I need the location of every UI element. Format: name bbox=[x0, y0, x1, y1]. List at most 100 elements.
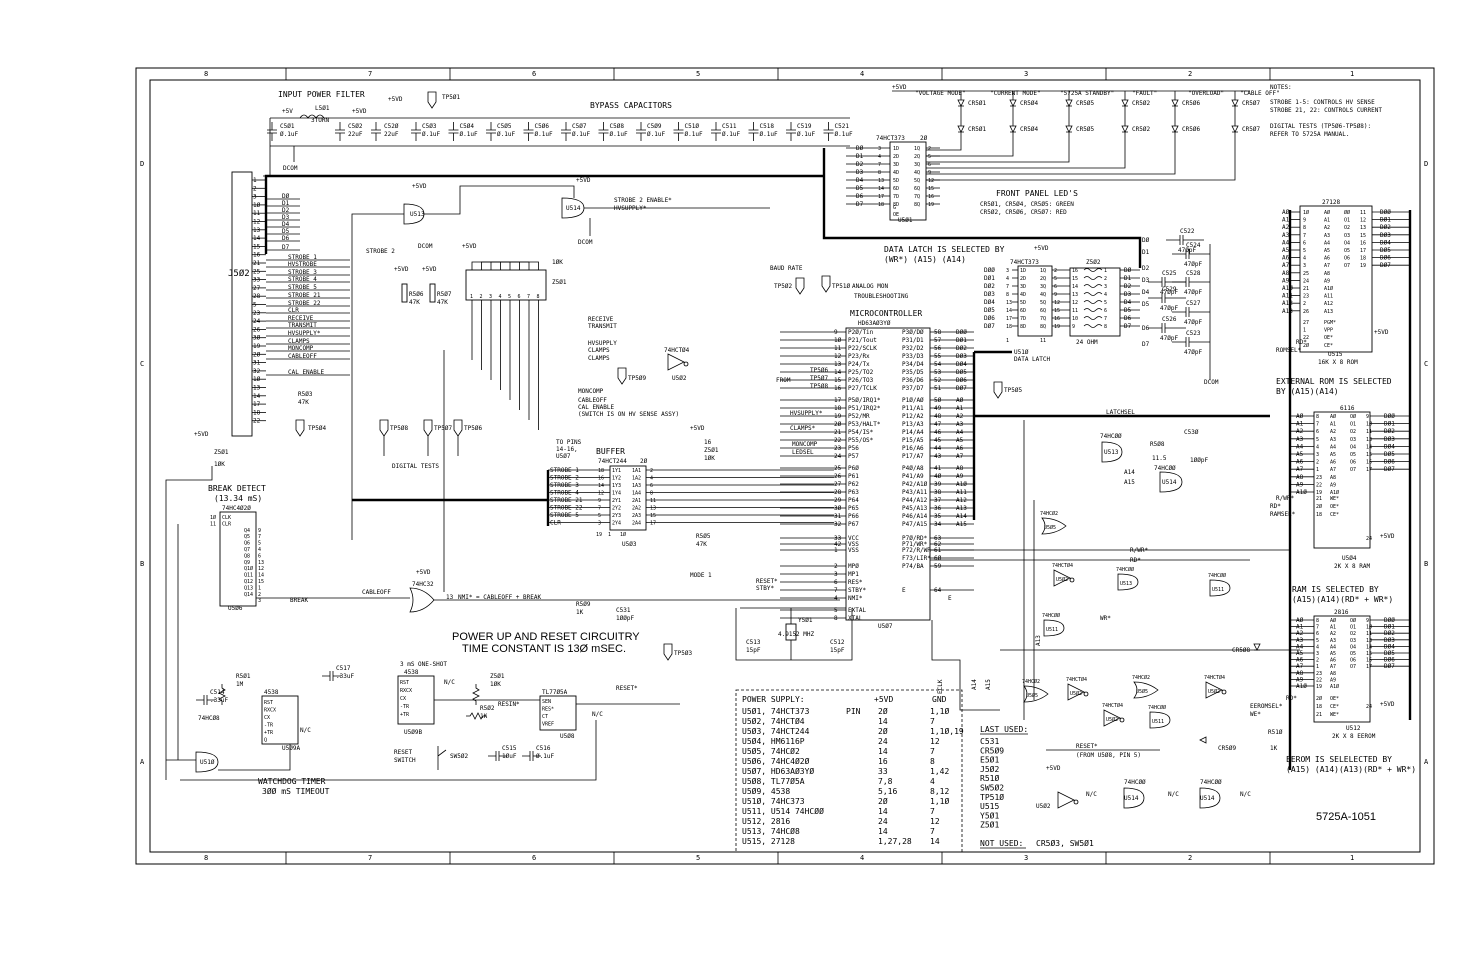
eerom-dname-2: O2 bbox=[1350, 631, 1356, 637]
decode-signal-1: RD* bbox=[1130, 557, 1141, 564]
break-rail: +5VD bbox=[194, 431, 209, 438]
u501-inpin-7: 18 bbox=[878, 202, 884, 208]
rom-ctrlpin-2: 22 bbox=[1303, 335, 1309, 341]
reset-part-ref-0: C517 bbox=[336, 665, 351, 672]
j502-pin-23: 32 bbox=[253, 368, 261, 375]
buffer-outpin-0: 2 bbox=[650, 468, 653, 474]
buffer-outpin-7: 17 bbox=[650, 521, 656, 527]
led-colors-2: CR5Ø2, CR5Ø6, CR5Ø7: RED bbox=[980, 209, 1067, 216]
reset-switch bbox=[437, 746, 447, 770]
watchdog-title-2: 3ØØ mS TIMEOUT bbox=[262, 786, 330, 796]
buffer-inpin-4: 9 bbox=[598, 498, 601, 504]
rail-5vd-a: +5VD bbox=[352, 108, 367, 115]
watchdog-body bbox=[261, 695, 299, 745]
eerom-dbus-4: DØ4 bbox=[1384, 643, 1395, 650]
mcu-rpin-3: 55 bbox=[934, 353, 942, 360]
rom-rail: +5VD bbox=[1374, 329, 1389, 336]
eerom-apin-10: 19 bbox=[1316, 684, 1322, 690]
ram-dname-2: O2 bbox=[1350, 429, 1356, 435]
mcu-rname-12: P14/A4 bbox=[902, 429, 924, 436]
j502-signal-11: STROBE 4 bbox=[288, 276, 317, 283]
u514-nand bbox=[1159, 471, 1183, 493]
unused-rail: +5VD bbox=[1046, 765, 1061, 772]
latch-inpin-2: 7 bbox=[1006, 284, 1009, 290]
mcu-lname-6: P26/TO3 bbox=[848, 377, 874, 384]
drawing-frame bbox=[135, 67, 1435, 865]
latch-ref: U51Ø bbox=[1014, 349, 1029, 356]
u501-inpin-1: 4 bbox=[878, 154, 881, 160]
decode-gate-part-7: 74HCØ2 bbox=[1132, 674, 1150, 681]
crystal-wires bbox=[735, 607, 853, 661]
power-row-name-13: U515, 27128 bbox=[742, 837, 795, 846]
rc-bus-5: D5 bbox=[1142, 301, 1150, 308]
rom-aname-0: AØ bbox=[1324, 209, 1330, 216]
mcu-lpin-29: 6 bbox=[834, 579, 838, 586]
led-diode-5-0 bbox=[1231, 99, 1239, 107]
mcu-rname-13: P15/A5 bbox=[902, 437, 924, 444]
watchdog-pin-0: RST bbox=[264, 700, 273, 706]
watchdog-pin-2: CX bbox=[264, 715, 270, 721]
c513-ref: C513 bbox=[746, 639, 761, 646]
u506-pins: 1Ø119754613121415123CLKCLRQ4Q5Q6Q7Q8Q9Q1… bbox=[210, 514, 264, 604]
decode-gate-1 bbox=[1053, 569, 1075, 587]
j502-pin-29: 22 bbox=[253, 418, 261, 425]
break-title: BREAK DETECT bbox=[208, 484, 266, 493]
z502-res-3 bbox=[1083, 292, 1103, 296]
zone-col-bottom-7: 7 bbox=[368, 854, 372, 862]
c531-val: 1ØØpF bbox=[616, 615, 634, 622]
rom-apin-13: 26 bbox=[1303, 309, 1309, 315]
mcu-lpin-12: 21 bbox=[834, 429, 842, 436]
u514-rail: +5VD bbox=[576, 177, 591, 184]
reset-part-val-4: 1K bbox=[480, 713, 488, 720]
mcu-dout-4: DØ4 bbox=[956, 361, 967, 368]
mcu-lpin-33: 8 bbox=[834, 615, 838, 622]
mcu-lpin-5: 14 bbox=[834, 369, 842, 376]
unused-u514a-ref: U514 bbox=[1124, 795, 1139, 802]
u513-rail: +5VD bbox=[412, 183, 427, 190]
rom-dname-7: O7 bbox=[1344, 263, 1350, 269]
power-row-gnd-11: 12 bbox=[930, 817, 940, 826]
oneshot-ref: U5Ø9B bbox=[404, 729, 422, 736]
ram-dpin-3: 13 bbox=[1366, 437, 1372, 443]
latch-pin1: 1 bbox=[1006, 338, 1009, 344]
led-ref-2-0: CR5Ø5 bbox=[1076, 100, 1094, 107]
ram-abus-4: A4 bbox=[1296, 443, 1304, 450]
mcu-lname-12: P54/IS* bbox=[848, 429, 874, 436]
digital-tp-0 bbox=[379, 419, 389, 456]
j502-connector: J5Ø2 1231Ø111213141516212533272852324263… bbox=[228, 171, 824, 437]
u506-pin-0: 1Ø bbox=[210, 514, 216, 521]
u501-outpin-5: 15 bbox=[928, 186, 934, 192]
rom-dbus-2: DØ2 bbox=[1380, 224, 1391, 231]
oneshot-pin-4: +TR bbox=[400, 712, 410, 718]
z502-bus-6: D6 bbox=[1124, 315, 1132, 322]
ram-apin-10: 19 bbox=[1316, 490, 1322, 496]
ram-apin-2: 6 bbox=[1316, 429, 1319, 435]
mcu-port-signal-6: CAL ENABLE bbox=[578, 404, 615, 411]
r510-ref: R51Ø bbox=[1268, 729, 1283, 736]
ram-aname-8: A8 bbox=[1330, 475, 1336, 481]
eerom-apin-2: 6 bbox=[1316, 631, 1319, 637]
led-diode-1-0 bbox=[1009, 99, 1017, 107]
watchdog-pin-1: RXCX bbox=[264, 708, 276, 714]
power-table-border bbox=[735, 689, 963, 853]
ram-dbus-7: DØ7 bbox=[1384, 466, 1395, 473]
mcu-rpin-15: 43 bbox=[934, 453, 942, 460]
r506-rail: +5VD bbox=[394, 266, 409, 273]
u501-in-7: 8D bbox=[893, 202, 899, 208]
unused-nc-2: N/C bbox=[1168, 791, 1179, 798]
z502-bus-7: D7 bbox=[1124, 323, 1132, 330]
rc-bus-2: D2 bbox=[1142, 265, 1150, 272]
power-row-name-5: U5Ø6, 74HC4Ø2Ø bbox=[742, 756, 810, 766]
zone-col-bottom-3: 3 bbox=[1024, 854, 1028, 862]
u514-part-b: 74HCØØ bbox=[1154, 465, 1176, 472]
ram-abus-5: A5 bbox=[1296, 451, 1304, 458]
buffer-outpin-1: 4 bbox=[650, 476, 653, 482]
u506-pin-9: 14 bbox=[258, 573, 264, 579]
ram-aname-7: A7 bbox=[1330, 467, 1336, 473]
rom-abus-4: A4 bbox=[1282, 239, 1290, 246]
